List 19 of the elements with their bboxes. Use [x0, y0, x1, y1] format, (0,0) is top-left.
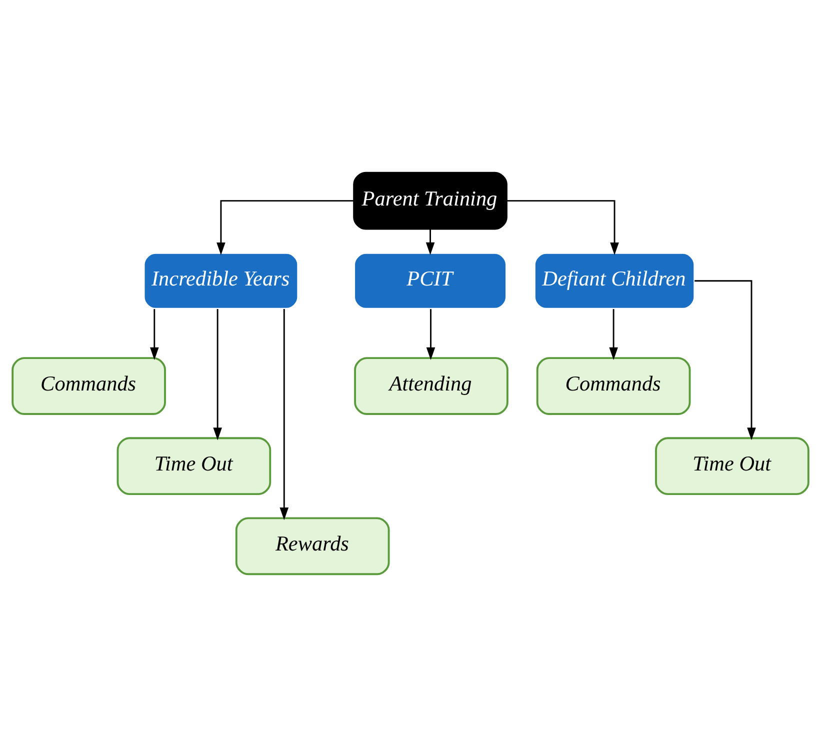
- node-box: PCIT: [353, 251, 508, 310]
- node-box: Parent Training: [353, 171, 508, 230]
- arrow: [694, 280, 756, 440]
- arrow: [426, 308, 436, 360]
- arrow: [609, 308, 618, 360]
- node-box: Incredible Years: [142, 251, 300, 310]
- node-box: Commands: [536, 356, 691, 414]
- node-box: Attending: [354, 356, 508, 414]
- arrow: [150, 308, 159, 360]
- arrow: [216, 200, 354, 255]
- node-box: Commands: [12, 356, 166, 414]
- arrow: [280, 308, 289, 520]
- node-box: Rewards: [235, 516, 390, 575]
- arrow: [506, 200, 619, 255]
- node-box: Time Out: [116, 436, 272, 495]
- node-box: Defiant Children: [534, 251, 696, 310]
- arrow: [426, 228, 435, 254]
- arrow: [213, 308, 222, 440]
- node-box: Time Out: [655, 436, 810, 495]
